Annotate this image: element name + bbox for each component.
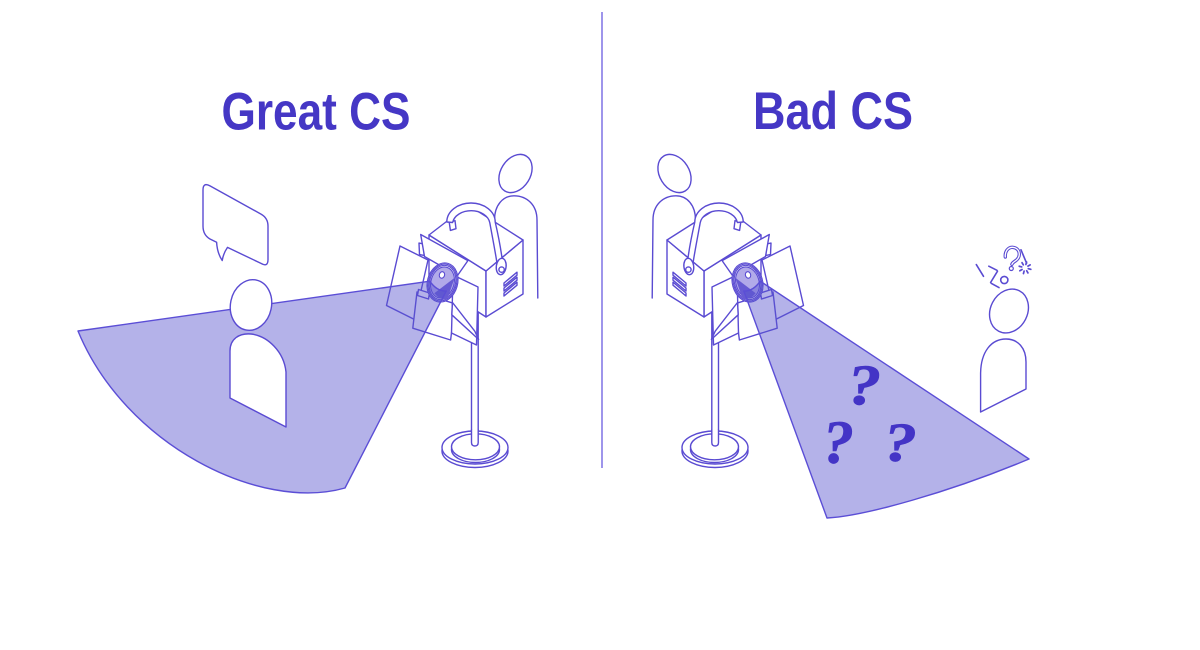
svg-text:Bad CS: Bad CS xyxy=(753,82,913,141)
svg-text:?: ? xyxy=(823,410,854,477)
svg-text:?: ? xyxy=(884,412,917,473)
svg-text:Great CS: Great CS xyxy=(222,83,411,142)
svg-text:?: ? xyxy=(848,354,882,417)
